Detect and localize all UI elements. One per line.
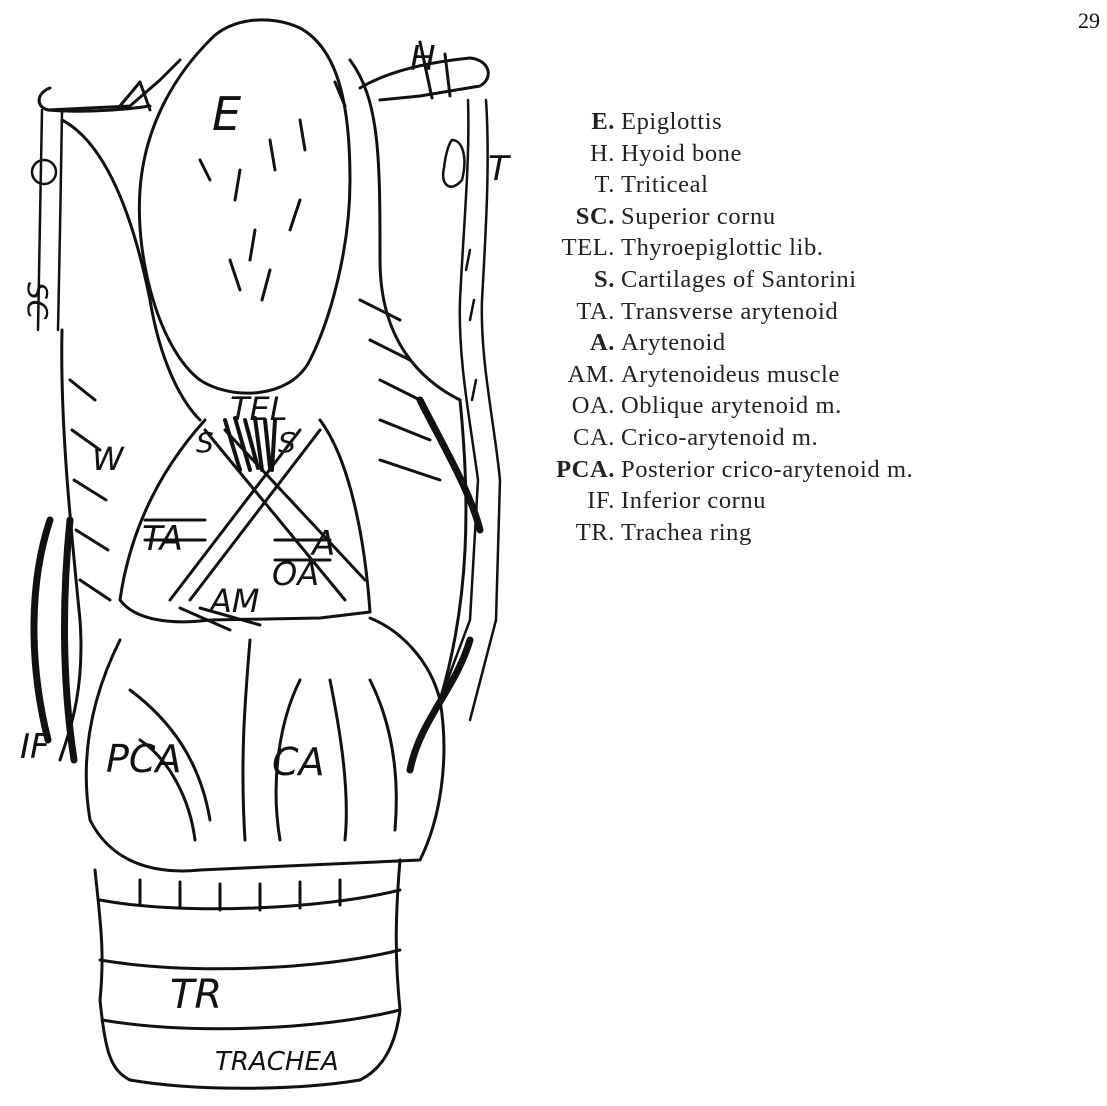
label-w: W [92, 440, 125, 478]
legend-text: Transverse arytenoid [621, 296, 838, 328]
legend-abbr: TA. [505, 296, 621, 328]
label-e: E [212, 87, 241, 141]
legend-text: Arytenoid [621, 327, 726, 359]
label-ca: CA [272, 740, 325, 784]
legend-text: Cartilages of Santorini [621, 264, 857, 296]
legend-row-a: A. Arytenoid [505, 327, 913, 359]
legend-row-s: S. Cartilages of Santorini [505, 264, 913, 296]
legend-row-pca: PCA. Posterior crico-arytenoid m. [505, 454, 913, 486]
legend-abbr: A. [505, 327, 621, 359]
legend-row-e: E. Epiglottis [505, 106, 913, 138]
legend-abbr: E. [505, 106, 621, 138]
label-tr: TR [170, 972, 222, 1018]
legend-row-tr: TR. Trachea ring [505, 517, 913, 549]
legend-text: Superior cornu [621, 201, 776, 233]
epiglottis [139, 20, 350, 393]
legend-text: Inferior cornu [621, 485, 766, 517]
legend-abbr: OA. [505, 390, 621, 422]
legend-abbr: S. [505, 264, 621, 296]
legend-abbr: IF. [505, 485, 621, 517]
label-h: H [410, 39, 436, 79]
legend-abbr: TR. [505, 517, 621, 549]
label-am: AM [208, 582, 260, 620]
legend-text: Arytenoideus muscle [621, 359, 840, 391]
legend-row-h: H. Hyoid bone [505, 138, 913, 170]
legend-text: Oblique arytenoid m. [621, 390, 842, 422]
legend-abbr: H. [505, 138, 621, 170]
legend-text: Epiglottis [621, 106, 722, 138]
label-s-right: S [278, 426, 296, 459]
label-ta: TA [142, 519, 183, 559]
legend-row-tel: TEL. Thyroepiglottic lib. [505, 232, 913, 264]
legend: E. Epiglottis H. Hyoid bone T. Triticeal… [505, 106, 913, 548]
legend-row-am: AM. Arytenoideus muscle [505, 359, 913, 391]
legend-abbr: AM. [505, 359, 621, 391]
legend-row-ta: TA. Transverse arytenoid [505, 296, 913, 328]
legend-abbr: TEL. [505, 232, 621, 264]
legend-row-oa: OA. Oblique arytenoid m. [505, 390, 913, 422]
legend-abbr: SC. [505, 201, 621, 233]
label-tel: TEL [230, 390, 288, 428]
label-if: IF [20, 727, 50, 767]
label-oa: OA [272, 555, 319, 593]
legend-text: Crico-arytenoid m. [621, 422, 818, 454]
legend-text: Thyroepiglottic lib. [621, 232, 824, 264]
label-trachea: TRACHEA [215, 1047, 339, 1077]
legend-row-ca: CA. Crico-arytenoid m. [505, 422, 913, 454]
label-sc: SC [21, 282, 54, 320]
legend-abbr: CA. [505, 422, 621, 454]
legend-row-t: T. Triticeal [505, 169, 913, 201]
legend-text: Hyoid bone [621, 138, 742, 170]
label-s-left: S [196, 426, 214, 459]
legend-row-sc: SC. Superior cornu [505, 201, 913, 233]
legend-text: Posterior crico-arytenoid m. [621, 454, 913, 486]
legend-text: Trachea ring [621, 517, 752, 549]
legend-abbr: T. [505, 169, 621, 201]
legend-text: Triticeal [621, 169, 709, 201]
legend-abbr: PCA. [505, 454, 621, 486]
label-pca: PCA [106, 737, 181, 781]
legend-row-if: IF. Inferior cornu [505, 485, 913, 517]
